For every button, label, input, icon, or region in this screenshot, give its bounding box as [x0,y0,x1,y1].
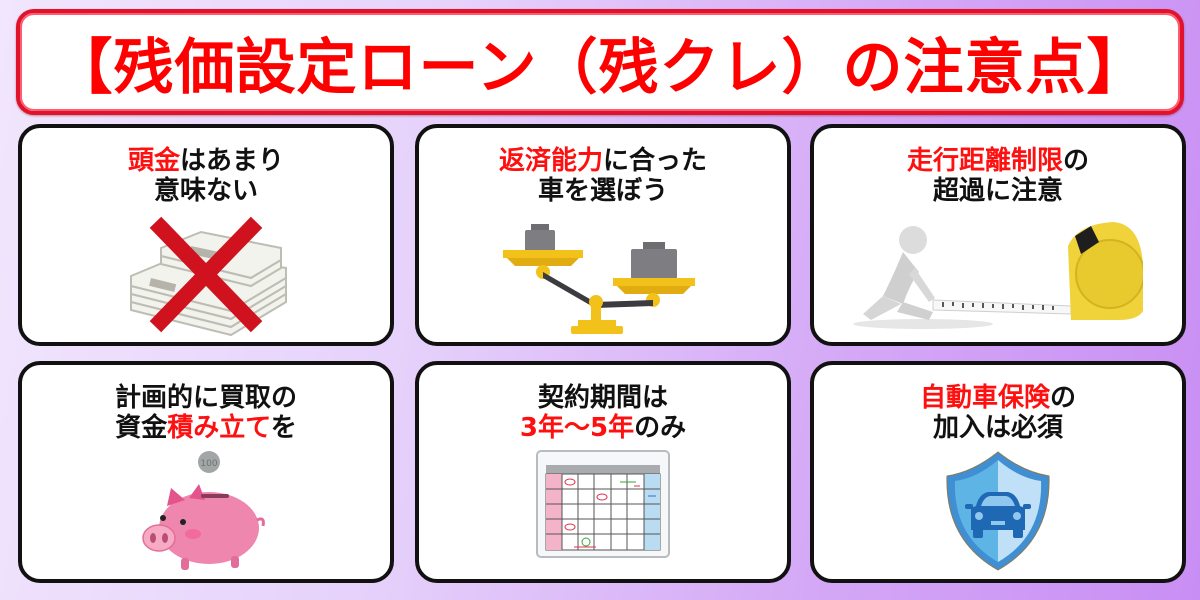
calendar-icon [419,450,787,580]
balance-scale-icon [419,216,787,336]
page-title: 【残価設定ローン（残クレ）の注意点】 [52,32,1148,103]
svg-text:100: 100 [200,459,217,469]
card-caption: 契約期間は 3年～5年のみ [519,383,687,443]
card-caption: 走行距離制限の 超過に注意 [906,146,1090,206]
card-caption: 返済能力に合った 車を選ぼう [498,146,708,206]
tape-measure-figure-icon [814,216,1182,336]
card-caption: 自動車保険の 加入は必須 [919,383,1077,443]
card-caption: 頭金はあまり 意味ない [127,146,285,206]
card-buyout-savings: 計画的に買取の 資金積み立てを 100 [18,361,394,583]
card-caption: 計画的に買取の 資金積み立てを [114,383,297,443]
title-banner: 【残価設定ローン（残クレ）の注意点】 [16,9,1184,115]
piggy-bank-icon: 100 [22,450,390,580]
card-down-payment: 頭金はあまり 意味ない [18,124,394,346]
card-mileage-limit: 走行距離制限の 超過に注意 [810,124,1186,346]
card-repayment-ability: 返済能力に合った 車を選ぼう [415,124,791,346]
card-car-insurance: 自動車保険の 加入は必須 [810,361,1186,583]
card-contract-period: 契約期間は 3年～5年のみ [415,361,791,583]
money-stack-with-red-x-icon [22,216,390,336]
car-shield-icon [814,450,1182,580]
